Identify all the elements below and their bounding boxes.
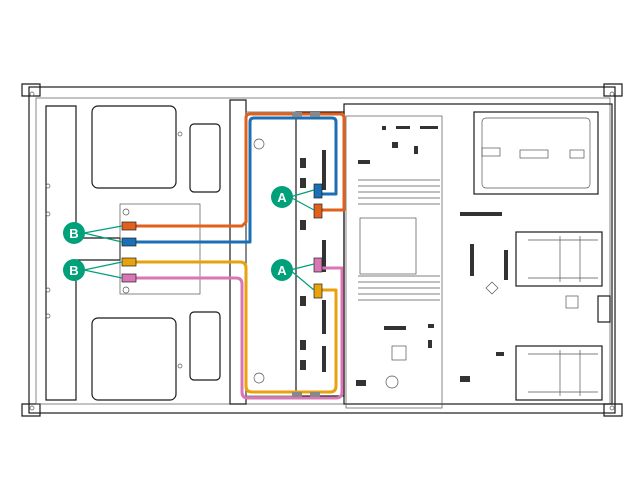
callout-b-lower-label: B — [69, 263, 78, 278]
cable-pink — [134, 266, 344, 400]
fan-icon — [253, 372, 265, 384]
screw-icon — [609, 91, 615, 97]
cable-yellow — [134, 260, 338, 394]
cable-blue — [134, 116, 338, 244]
system-board — [343, 103, 613, 409]
callout-b-upper-label: B — [69, 226, 78, 241]
cables — [134, 112, 346, 400]
screw-icon — [29, 405, 35, 411]
screw-icon — [29, 91, 35, 97]
callout-a-lower-label: A — [277, 263, 287, 278]
callout-a-upper: A — [271, 186, 293, 208]
connector-blue-front — [121, 237, 137, 247]
connector-yellow-front — [121, 257, 137, 267]
fan-icon — [253, 138, 265, 150]
callout-leaders — [83, 189, 315, 291]
cable-orange — [134, 112, 346, 228]
riser-cage-middle — [515, 231, 603, 287]
connector-pink-board — [313, 257, 323, 273]
callout-a-upper-label: A — [277, 190, 287, 205]
connector-yellow-board — [313, 283, 323, 299]
front-drive-cage — [45, 105, 221, 401]
riser-cage-lower — [515, 345, 603, 401]
connector-orange-front — [121, 221, 137, 231]
connector-pink-front — [121, 273, 137, 283]
callout-b-lower: B — [63, 259, 85, 281]
callout-b-upper: B — [63, 222, 85, 244]
dimm-slots — [358, 179, 440, 301]
riser-cage-upper — [473, 111, 599, 195]
connector-orange-board — [313, 203, 323, 219]
chassis — [21, 83, 623, 417]
connector-blue-board — [313, 183, 323, 199]
connectors — [121, 112, 323, 397]
screw-icon — [609, 405, 615, 411]
processor-socket — [359, 217, 417, 275]
callout-a-lower: A — [271, 259, 293, 281]
